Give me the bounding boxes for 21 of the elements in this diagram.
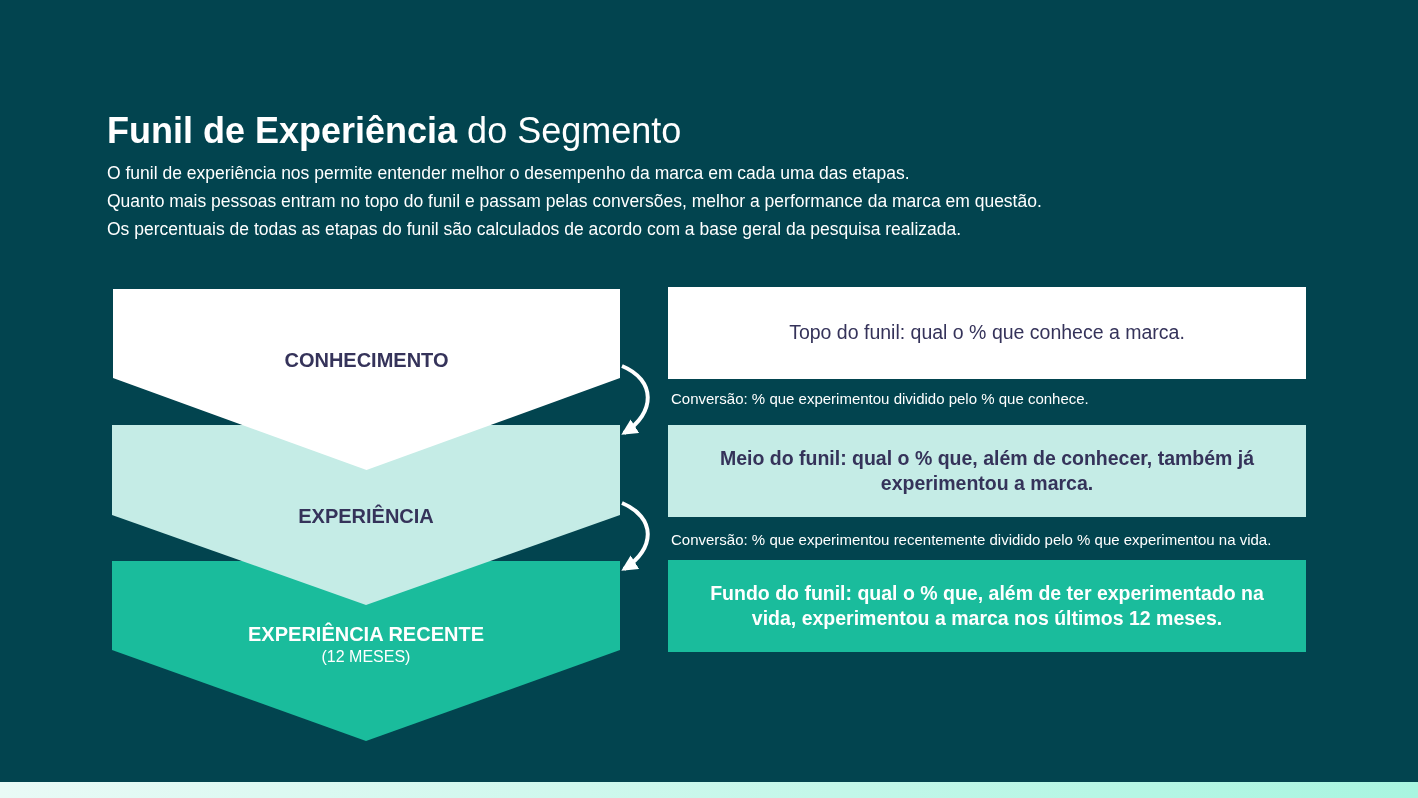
conversion-note: Conversão: % que experimentou dividido pelo % que conhece. [671, 390, 1089, 407]
stage-label: EXPERIÊNCIA [297, 505, 435, 528]
description-text: Fundo do funil: qual o % que, além de ter experimentado na vida, experimentou a marca nos últimos 12 meses. [709, 580, 1265, 631]
description-text: Topo do funil: qual o % que conhece a marca. [788, 320, 1186, 346]
description-box [668, 287, 1306, 379]
stage-label: CONHECIMENTO [283, 349, 450, 372]
funnel-stage [113, 289, 620, 470]
funnel-stage [112, 425, 620, 605]
stage-sublabel: (12 MESES) [320, 648, 412, 666]
funnel-stage [112, 561, 620, 741]
description-box [668, 560, 1306, 652]
description-box [668, 425, 1306, 517]
curved-arrow [621, 501, 650, 571]
intro-text: O funil de experiência nos permite entender melhor o desempenho da marca em cada uma das etapas. [107, 163, 910, 184]
description-text: Meio do funil: qual o % que, além de conhecer, também já experimentou a marca. [718, 445, 1256, 496]
curved-arrow [621, 364, 650, 435]
conversion-note: Conversão: % que experimentou recentemente dividido pelo % que experimentou na vida. [671, 531, 1272, 548]
intro-text: Os percentuais de todas as etapas do funil são calculados de acordo com a base geral da pesquisa realizada. [107, 219, 962, 240]
slide-title: Funil de Experiência do Segmento [107, 110, 682, 152]
stage-label: EXPERIÊNCIA RECENTE [247, 623, 485, 646]
intro-text: Quanto mais pessoas entram no topo do funil e passam pelas conversões, melhor a performance da marca em questão. [107, 191, 1042, 212]
